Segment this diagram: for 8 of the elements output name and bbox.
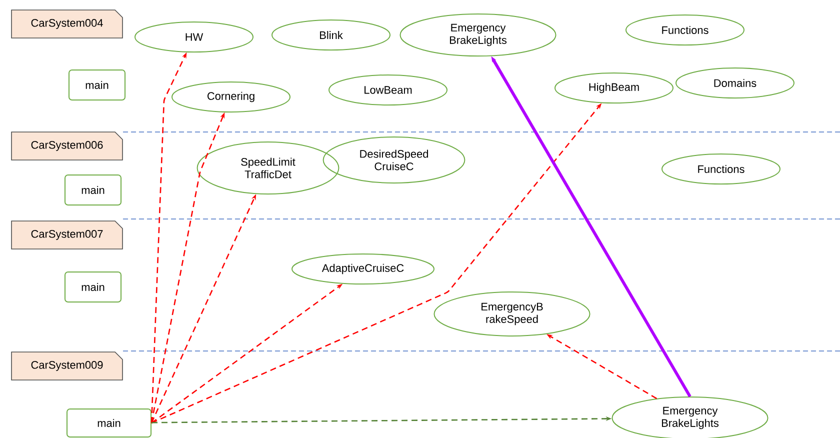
group-tag: CarSystem004 (11, 10, 123, 38)
main-box: main (66, 408, 152, 438)
group-tag: CarSystem007 (11, 220, 123, 250)
group-tag: CarSystem006 (11, 132, 123, 160)
group-tag: CarSystem009 (11, 352, 123, 380)
main-box: main (68, 69, 126, 100)
main-box: main (64, 271, 122, 302)
main-box: main (64, 174, 122, 206)
